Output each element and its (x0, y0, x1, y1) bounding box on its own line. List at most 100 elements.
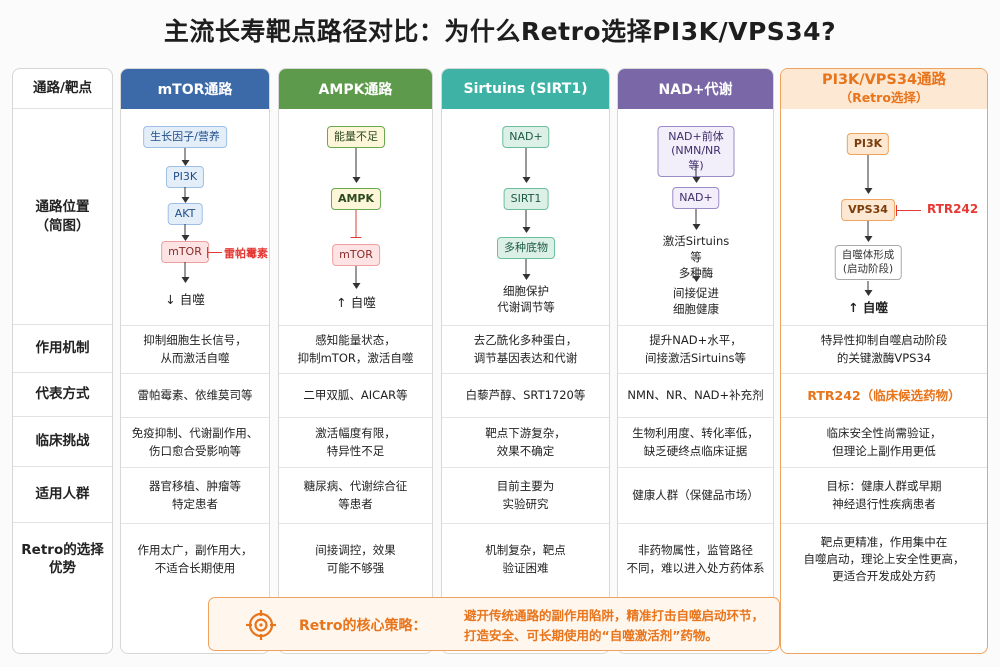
cell-mechanism: 抑制细胞生长信号， 从而激活自噬 (121, 325, 269, 373)
result-autophagy: ↑ 自噬 (336, 295, 376, 310)
column-title: mTOR通路 (157, 82, 233, 98)
cell-advantage: 作用太广，副作用大， 不适合长期使用 (121, 523, 269, 595)
column-header-pi3k: PI3K/VPS34通路 （Retro选择） (781, 69, 987, 109)
cell-population: 目前主要为 实验研究 (442, 467, 609, 523)
arrow-down (181, 224, 189, 241)
cell-mechanism: 感知能量状态， 抑制mTOR，激活自噬 (279, 325, 432, 373)
inhibitor-rtr242: RTR242 (927, 202, 979, 216)
core-strategy-banner: Retro的核心策略： 避开传统通路的副作用陷阱，精准打击自噬启动环节， 打造安… (208, 597, 780, 651)
inhibitor-label: 雷帕霉素 (224, 247, 268, 260)
inhibition-bar (897, 210, 921, 211)
arrow-down (692, 164, 700, 183)
arrow-down (522, 210, 530, 233)
pathway-diagram-pi3k: PI3K VPS34 RTR242 自噬体形成 (启动阶段) ↑ 自噬 (781, 109, 987, 325)
row-label-header: 通路/靶点 (13, 69, 112, 109)
cell-clinical: 生物利用度、转化率低， 缺乏硬终点临床证据 (618, 417, 773, 467)
row-label-diagram: 通路位置 （简图） (13, 109, 112, 325)
column-pi3k-vps34: PI3K/VPS34通路 （Retro选择） PI3K VPS34 RTR242… (780, 68, 988, 654)
cell-mechanism: 特异性抑制自噬启动阶段 的关键激酶VPS34 (781, 325, 987, 373)
arrow-down (181, 187, 189, 203)
node-activate-sirtuins: 激活Sirtuins等 多种酶 (662, 234, 730, 280)
arrow-down (181, 148, 189, 166)
result-autophagy: ↓ 自噬 (165, 292, 205, 307)
node-autophagosome: 自噬体形成 (启动阶段) (834, 245, 902, 281)
result-cell-health: 间接促进 细胞健康 (673, 286, 719, 317)
cell-mechanism: 提升NAD+水平， 间接激活Sirtuins等 (618, 325, 773, 373)
column-title: NAD+代谢 (658, 82, 733, 98)
column-subtitle: （Retro选择） (839, 90, 929, 106)
cell-population: 目标：健康人群或早期 神经退行性疾病患者 (781, 467, 987, 523)
arrow-down (352, 148, 360, 183)
cell-advantage: 机制复杂，靶点 验证困难 (442, 523, 609, 595)
node-substrates: 多种底物 (497, 237, 555, 260)
arrow-down (522, 148, 530, 183)
node-sirt1: SIRT1 (503, 188, 549, 211)
column-mtor: mTOR通路 生长因子/营养 PI3K AKT mTOR 雷帕霉素 ↓ 自噬 抑… (120, 68, 270, 654)
cell-advantage: 间接调控，效果 可能不够强 (279, 523, 432, 595)
cell-representative: 二甲双胍、AICAR等 (279, 373, 432, 417)
column-header-mtor: mTOR通路 (121, 69, 269, 109)
arrow-down (352, 266, 360, 289)
banner-text: 避开传统通路的副作用陷阱，精准打击自噬启动环节， 打造安全、可长期使用的“自噬激… (464, 606, 764, 646)
target-icon (246, 610, 276, 640)
row-label-representative: 代表方式 (13, 373, 112, 417)
arrow-down (522, 259, 530, 280)
arrow-down (692, 267, 700, 282)
arrow-down (864, 221, 872, 242)
result-autophagy: ↑ 自噬 (848, 300, 888, 315)
node-nad: NAD+ (502, 126, 550, 149)
page-title: 主流长寿靶点路径对比：为什么Retro选择PI3K/VPS34? (163, 17, 837, 46)
column-ampk: AMPK通路 能量不足 AMPK mTOR ↑ 自噬 感知能量状态， 抑制mTO… (278, 68, 433, 654)
node-mtor: mTOR (332, 244, 380, 267)
column-header-sirtuins: Sirtuins (SIRT1) (442, 69, 609, 109)
node-mtor: mTOR (161, 241, 209, 264)
column-title: Sirtuins (SIRT1) (463, 81, 588, 97)
inhibition-bar (350, 210, 362, 238)
column-header-ampk: AMPK通路 (279, 69, 432, 109)
row-label-population: 适用人群 (13, 467, 112, 523)
node-growth-factor: 生长因子/营养 (143, 126, 227, 149)
node-vps34: VPS34 (841, 199, 895, 222)
cell-population: 健康人群（保健品市场） (618, 467, 773, 523)
cell-representative: RTR242（临床候选药物） (781, 373, 987, 417)
cell-clinical: 靶点下游复杂， 效果不确定 (442, 417, 609, 467)
row-label-clinical: 临床挑战 (13, 417, 112, 467)
cell-representative: 雷帕霉素、依维莫司等 (121, 373, 269, 417)
node-ampk: AMPK (330, 188, 382, 211)
cell-advantage: 非药物属性，监管路径 不同，难以进入处方药体系 (618, 523, 773, 595)
arrow-down (864, 281, 872, 296)
row-label-advantage: Retro的选择 优势 (21, 541, 104, 576)
row-label-column: 通路/靶点 通路位置 （简图） 作用机制 代表方式 临床挑战 适用人群 Retr… (12, 68, 113, 654)
node-energy-low: 能量不足 (327, 126, 385, 149)
inhibition-bar (208, 252, 222, 253)
row-label-mechanism: 作用机制 (13, 325, 112, 373)
pathway-diagram-ampk: 能量不足 AMPK mTOR ↑ 自噬 (279, 109, 432, 325)
pathway-diagram-nad: NAD+前体 (NMN/NR等) NAD+ 激活Sirtuins等 多种酶 间接… (618, 109, 773, 325)
column-sirtuins: Sirtuins (SIRT1) NAD+ SIRT1 多种底物 细胞保护 代谢… (441, 68, 610, 654)
node-pi3k: PI3K (165, 166, 205, 189)
banner-line-1: 避开传统通路的副作用陷阱，精准打击自噬启动环节， (464, 608, 765, 623)
result-cell-protection: 细胞保护 代谢调节等 (497, 284, 555, 315)
column-title: AMPK通路 (318, 82, 393, 98)
cell-advantage: 靶点更精准，作用集中在 自噬启动，理论上安全性更高， 更适合开发成处方药 (781, 523, 987, 595)
cell-clinical: 临床安全性尚需验证， 但理论上副作用更低 (781, 417, 987, 467)
pathway-diagram-mtor: 生长因子/营养 PI3K AKT mTOR 雷帕霉素 ↓ 自噬 (121, 109, 269, 325)
node-nad: NAD+ (672, 187, 720, 210)
banner-line-2: 打造安全、可长期使用的“自噬激活剂”药物。 (464, 628, 718, 643)
pathway-diagram-sirtuins: NAD+ SIRT1 多种底物 细胞保护 代谢调节等 (442, 109, 609, 325)
arrow-down (864, 155, 872, 194)
cell-representative: 白藜芦醇、SRT1720等 (442, 373, 609, 417)
arrow-down (692, 209, 700, 230)
cell-population: 器官移植、肿瘤等 特定患者 (121, 467, 269, 523)
arrow-down (181, 262, 189, 283)
column-nad: NAD+代谢 NAD+前体 (NMN/NR等) NAD+ 激活Sirtuins等… (617, 68, 774, 654)
cell-clinical: 激活幅度有限， 特异性不足 (279, 417, 432, 467)
column-title: PI3K/VPS34通路 (821, 72, 947, 89)
banner-title: Retro的核心策略： (299, 618, 427, 634)
cell-clinical: 免疫抑制、代谢副作用、 伤口愈合受影响等 (121, 417, 269, 467)
cell-representative: NMN、NR、NAD+补充剂 (618, 373, 773, 417)
cell-mechanism: 去乙酰化多种蛋白， 调节基因表达和代谢 (442, 325, 609, 373)
node-akt: AKT (167, 203, 203, 226)
node-pi3k: PI3K (846, 133, 890, 156)
column-header-nad: NAD+代谢 (618, 69, 773, 109)
